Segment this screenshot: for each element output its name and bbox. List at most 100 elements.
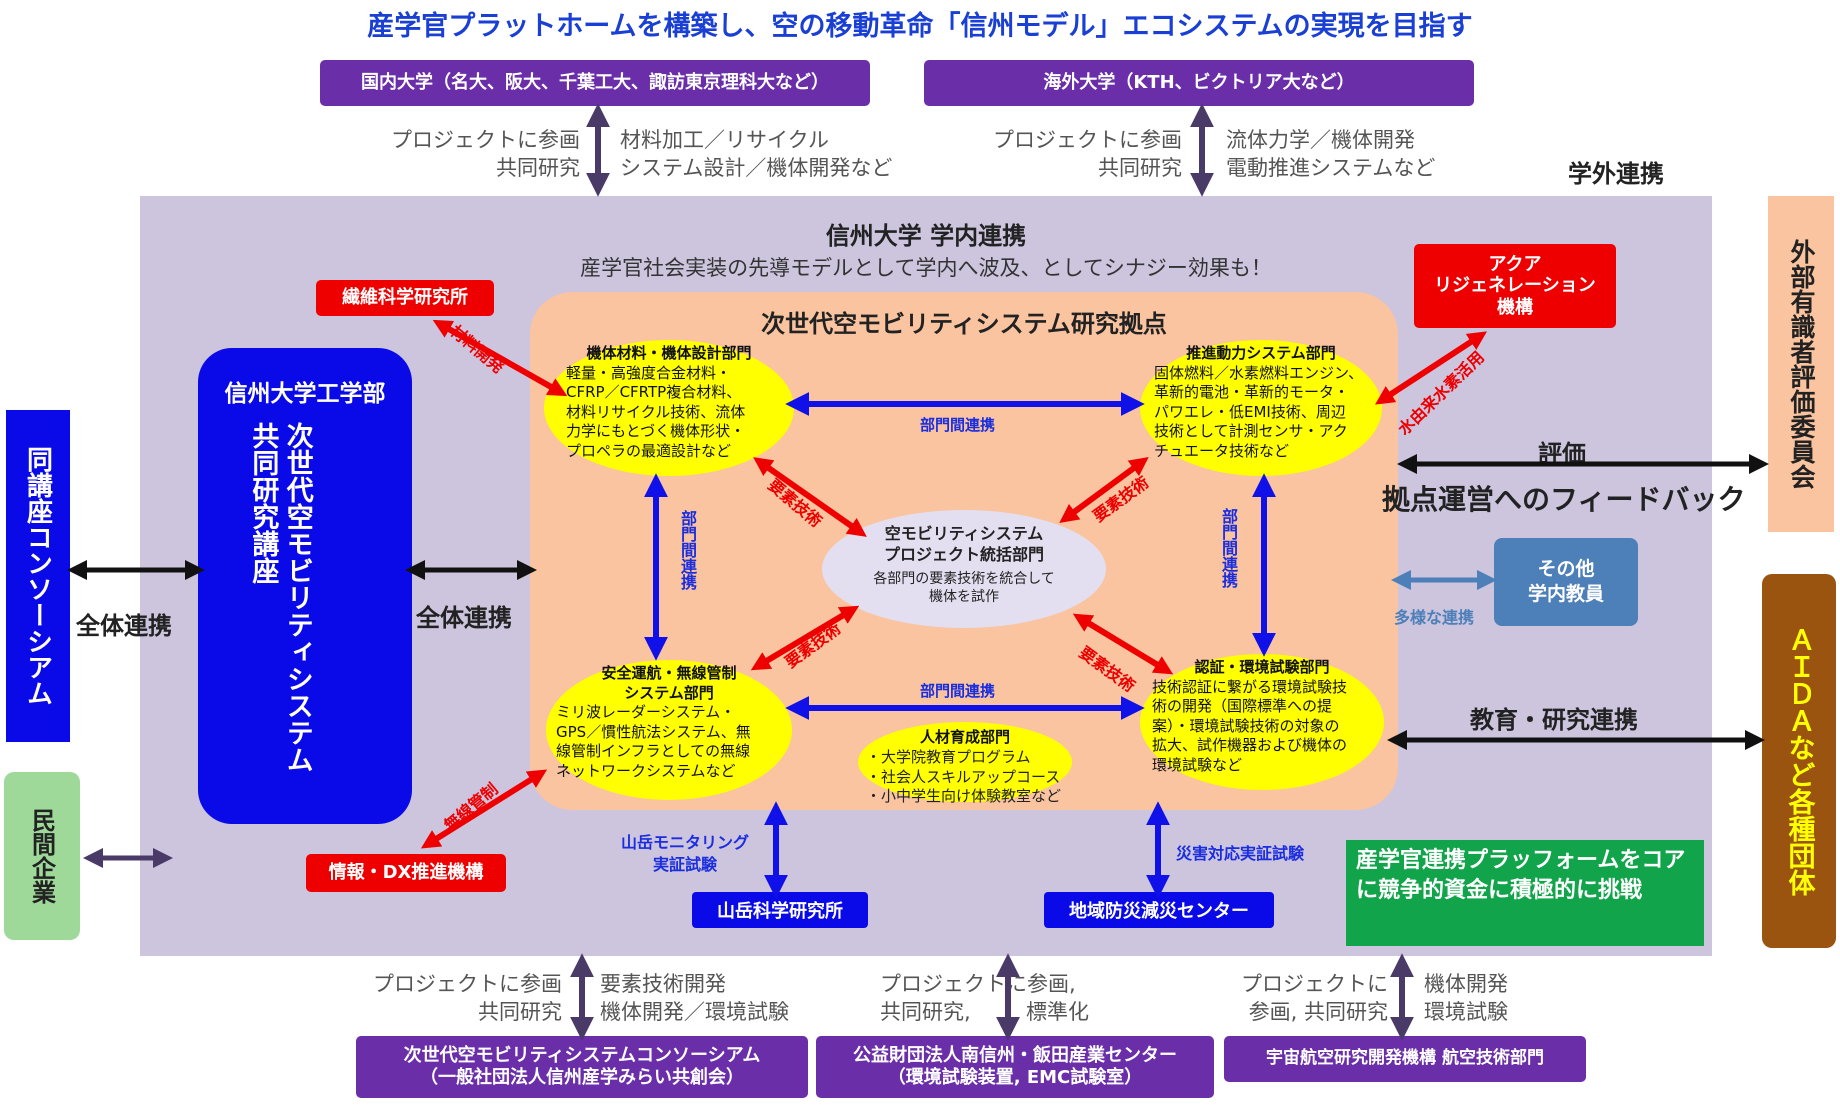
dept-title-line: システム部門: [624, 683, 714, 702]
consortium-bottom-box: 次世代空モビリティシステムコンソーシアム （一般社団法人信州産学みらい共創会）: [356, 1036, 808, 1098]
dept-line: 技術として計測センサ・アク: [1154, 422, 1348, 440]
box-line: （環境試験装置, EMC試験室）: [887, 1067, 1143, 1088]
note-line: 機体開発: [1424, 972, 1508, 996]
dept-safety-title: 安全運航・無線管制 システム部門: [546, 664, 792, 703]
dept-line: 拡大、試作機器および機体の: [1152, 736, 1348, 754]
hr-item: ・小中学生向け体験教室など: [866, 787, 1062, 805]
dept-hr-items: ・大学院教育プログラム ・社会人スキルアップコース ・小中学生向け体験教室など: [866, 748, 1106, 807]
dept-line: GPS／慣性航法システム、無: [556, 722, 751, 741]
arrow-aqua: [1374, 331, 1488, 405]
dept-hr: 人材育成部門: [858, 722, 1072, 802]
engineering-title: 信州大学工学部: [224, 381, 386, 407]
external-committee-box: 外部有識者評価委員会: [1768, 196, 1834, 532]
note-line: 流体力学／機体開発: [1226, 128, 1415, 152]
hr-item: ・大学院教育プログラム: [866, 748, 1031, 766]
private-companies-box: 民間企業: [4, 772, 80, 940]
arrow-element-tr: [1059, 457, 1149, 523]
note-line: プロジェクトに参画,: [880, 972, 1076, 996]
dept-line: 案）・環境試験技術の対象の: [1152, 716, 1340, 735]
bottom-mid-left-note: プロジェクトに参画, 共同研究,: [880, 970, 1080, 1027]
arrow-element-br: [1072, 613, 1174, 675]
arrow-textile: [432, 319, 568, 397]
note-line: 参画, 共同研究: [1248, 1000, 1388, 1025]
note-line: 標準化: [1026, 1000, 1089, 1025]
disaster-center-box: 地域防災減災センター: [1044, 892, 1274, 928]
center-dept-body: 各部門の要素技術を統合して 機体を試作: [822, 570, 1106, 606]
center-body-line: 機体を試作: [929, 588, 999, 605]
inter-dept-label-top: 部門間連携: [920, 416, 996, 434]
note-line: システム設計／機体開発など: [620, 156, 893, 181]
arrow-info: [420, 769, 548, 849]
center-title-line: プロジェクト統括部門: [883, 544, 1044, 564]
textile-lab-box: 繊維科学研究所: [316, 280, 494, 316]
dept-hr-title: 人材育成部門: [919, 728, 1010, 746]
aida-box: ＡＩＤＡなど各種団体: [1762, 574, 1836, 948]
other-faculty-box: その他 学内教員: [1494, 538, 1638, 626]
note-line: 環境試験: [1424, 1000, 1508, 1025]
dept-line: 術の開発（国際標準への提: [1152, 697, 1333, 715]
mountain-test-label: 山岳モニタリング 実証試験: [610, 832, 760, 875]
inter-dept-label-bottom: 部門間連携: [920, 682, 996, 700]
overseas-left-note: プロジェクトに参画 共同研究: [930, 126, 1182, 183]
note-line: 材料加工／リサイクル: [620, 128, 829, 152]
dept-propulsion-title: 推進動力システム部門: [1186, 344, 1336, 362]
domestic-right-note: 材料加工／リサイクル システム設計／機体開発など: [620, 126, 940, 183]
green-competitive-funding-box: 産学官連携プラッフォームをコアに競争的資金に積極的に挑戦: [1346, 840, 1704, 946]
box-line: 次世代空モビリティシステムコンソーシアム: [403, 1044, 761, 1066]
middle-link-label: 全体連携: [416, 604, 512, 632]
diverse-link-label: 多様な連携: [1394, 608, 1475, 627]
hr-item: ・社会人スキルアップコース: [866, 767, 1061, 786]
bottom-left-right-note: 要素技術開発 機体開発／環境試験: [600, 970, 830, 1027]
feedback-label: 拠点運営へのフィードバック: [1382, 483, 1746, 516]
bottom-left-left-note: プロジェクトに参画 共同研究: [316, 970, 562, 1027]
dept-line: ミリ波レーダーシステム・: [556, 703, 736, 721]
consortium-box: 同講座コンソーシアム: [6, 410, 70, 742]
dept-line: 革新的電池・革新的モータ・: [1154, 383, 1350, 401]
mountain-test-line: 実証試験: [652, 854, 717, 874]
inter-dept-label-right: 部門間連携: [1219, 508, 1238, 588]
box-line: 公益財団法人南信州・飯田産業センター: [853, 1044, 1177, 1066]
note-line: 電動推進システムなど: [1226, 156, 1436, 181]
center-dept: 空モビリティシステム プロジェクト統括部門 各部門の要素技術を統合して 機体を試…: [822, 510, 1106, 628]
inter-dept-label-left: 部門間連携: [678, 510, 697, 590]
dept-line: 環境試験など: [1152, 755, 1243, 774]
external-collab-label: 学外連携: [1568, 160, 1664, 188]
dept-line: 固体燃料／水素燃料エンジン、: [1154, 363, 1364, 382]
note-line: プロジェクトに参画: [391, 128, 580, 152]
note-line: プロジェクトに参画: [373, 972, 562, 996]
note-line: 共同研究: [1098, 156, 1182, 181]
note-line: 要素技術開発: [600, 972, 726, 996]
note-line: 機体開発／環境試験: [600, 1000, 789, 1025]
dept-title-line: 安全運航・無線管制: [601, 664, 737, 682]
dept-line: ネットワークシステムなど: [556, 761, 736, 780]
campus-subtitle: 産学官社会実装の先導モデルとして学内へ波及、としてシナジー効果も！: [580, 256, 1272, 280]
overseas-right-note: 流体力学／機体開発 電動推進システムなど: [1226, 126, 1486, 183]
engineering-faculty-box: 信州大学工学部 次世代空モビリティシステム 共同研究講座: [198, 348, 412, 824]
overseas-universities-box: 海外大学（KTH、ビクトリア大など）: [924, 60, 1474, 106]
dept-line: パワエレ・低EMI技術、周辺: [1154, 402, 1346, 421]
dept-safety: 安全運航・無線管制 システム部門 ミリ波レーダーシステム・ GPS／慣性航法シス…: [546, 660, 792, 800]
hub-title: 次世代空モビリティシステム研究拠点: [761, 310, 1167, 338]
edu-research-link-label: 教育・研究連携: [1470, 706, 1638, 734]
dept-line: 軽量・高強度合金材料・: [566, 363, 732, 382]
dept-line: CFRP／CFRTP複合材料、: [566, 383, 742, 401]
bottom-right-left-note: プロジェクトに 参画, 共同研究: [1208, 970, 1388, 1027]
bottom-right-right-note: 機体開発 環境試験: [1424, 970, 1564, 1027]
note-line: 共同研究: [496, 156, 580, 181]
dept-line: プロペラの最適設計など: [566, 441, 732, 460]
arrow-element-bl: [750, 605, 860, 671]
domestic-universities-box: 国内大学（名大、阪大、千葉工大、諏訪東京理科大など）: [320, 60, 870, 106]
left-link-label: 全体連携: [76, 612, 172, 640]
dept-propulsion: 推進動力システム部門 固体燃料／水素燃料エンジン、 革新的電池・革新的モータ・ …: [1140, 340, 1382, 476]
dept-certification: 認証・環境試験部門 技術認証に繋がる環境試験技 術の開発（国際標準への提 案）・…: [1140, 654, 1384, 790]
center-body-line: 各部門の要素技術を統合して: [873, 570, 1055, 587]
iida-center-box: 公益財団法人南信州・飯田産業センター （環境試験装置, EMC試験室）: [816, 1036, 1214, 1098]
jaxa-box: 宇宙航空研究開発機構 航空技術部門: [1224, 1036, 1586, 1082]
joint-lab-vertical: 次世代空モビリティシステム 共同研究講座: [247, 422, 312, 773]
domestic-left-note: プロジェクトに参画 共同研究: [330, 126, 580, 183]
dept-certification-title: 認証・環境試験部門: [1194, 658, 1330, 676]
disaster-test-label: 災害対応実証試験: [1176, 844, 1305, 863]
note-line: プロジェクトに: [1241, 972, 1388, 996]
arrow-element-tl: [753, 457, 867, 537]
